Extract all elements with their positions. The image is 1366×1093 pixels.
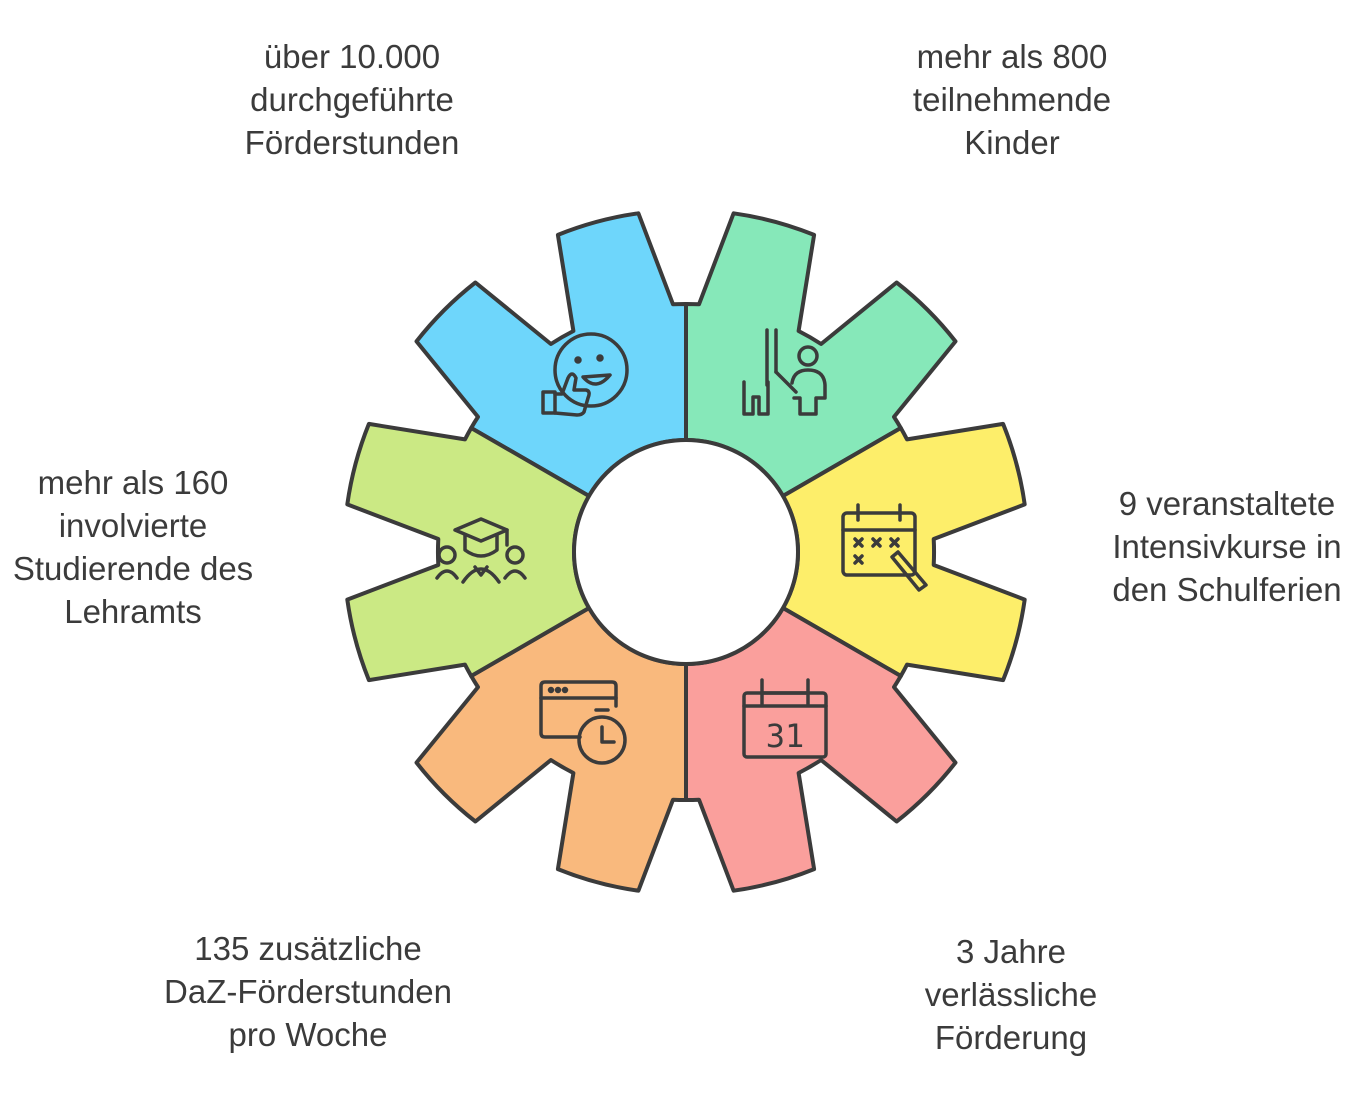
- calendar-31-icon: 31: [742, 678, 828, 759]
- gear-center-hole: [572, 438, 800, 666]
- label-jahre: 3 Jahre verlässliche Förderung: [924, 933, 1098, 1056]
- calendar-plan-icon: [841, 503, 928, 592]
- thumbs-up-smiley-icon: [541, 332, 629, 417]
- teacher-child-icon: [742, 328, 827, 416]
- schedule-clock-icon: [539, 680, 627, 765]
- label-kinder: mehr als 800 teilnehmende Kinder: [912, 38, 1112, 161]
- label-studierende: mehr als 160 involvierte Studierende des…: [12, 464, 254, 630]
- graduate-group-icon: [435, 517, 527, 584]
- label-foerderstunden: über 10.000 durchgeführte Förderstunden: [244, 38, 460, 161]
- svg-text:31: 31: [766, 717, 805, 755]
- label-intensivkurse: 9 veranstaltete Intensivkurse in den Sch…: [1112, 485, 1342, 608]
- label-daz: 135 zusätzliche DaZ-Förderstunden pro Wo…: [164, 930, 452, 1053]
